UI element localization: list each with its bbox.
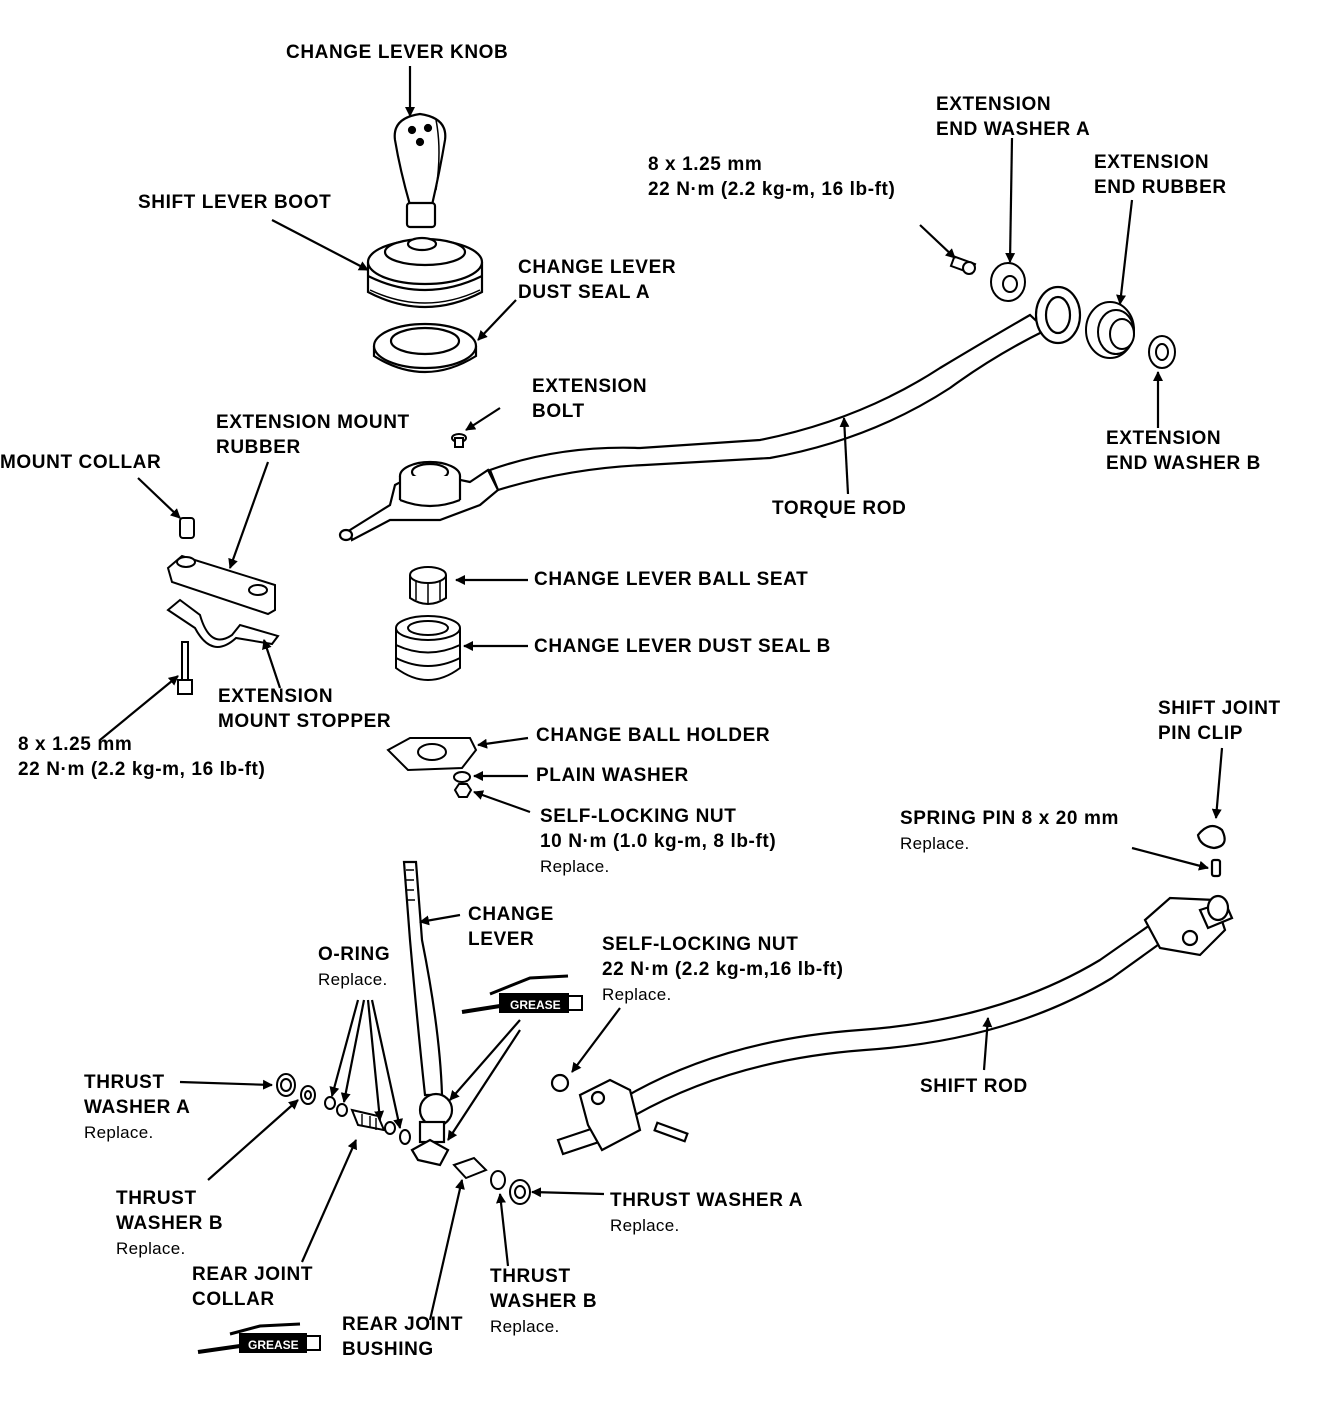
label-extension-bolt: EXTENSION BOLT <box>532 374 647 424</box>
grease-label-lower: GREASE <box>248 1338 299 1352</box>
label-line: THRUST WASHER A <box>610 1190 804 1211</box>
label-self-locking-nut-upper: SELF-LOCKING NUT 10 N·m (1.0 kg-m, 8 lb-… <box>540 804 776 879</box>
shift-rod-drawing <box>550 824 1234 1156</box>
label-extension-end-washer-b: EXTENSION END WASHER B <box>1106 426 1261 476</box>
label-change-lever-dust-seal-a: CHANGE LEVER DUST SEAL A <box>518 255 676 305</box>
change-ball-holder-drawing <box>386 737 478 798</box>
label-line: EXTENSION <box>936 94 1052 115</box>
label-line: Replace. <box>84 1123 154 1142</box>
label-change-lever-dust-seal-b: CHANGE LEVER DUST SEAL B <box>534 636 831 657</box>
label-line: WASHER A <box>84 1097 191 1118</box>
label-line: END WASHER B <box>1106 453 1261 474</box>
label-thrust-washer-a-left: THRUST WASHER A Replace. <box>84 1070 191 1145</box>
label-line: SELF-LOCKING NUT <box>602 934 799 955</box>
label-line: 8 x 1.25 mm <box>18 734 133 755</box>
change-lever-knob-drawing <box>393 112 447 229</box>
label-line: THRUST <box>490 1266 571 1287</box>
label-line: 10 N·m (1.0 kg-m, 8 lb-ft) <box>540 831 777 852</box>
pivot-small-parts-drawing <box>276 1073 531 1205</box>
label-line: EXTENSION <box>1106 428 1222 449</box>
leader-arrows <box>99 66 1224 1321</box>
grease-label-upper: GREASE <box>510 998 561 1012</box>
label-bolt-spec-top: 8 x 1.25 mm 22 N·m (2.2 kg-m, 16 lb-ft) <box>648 152 895 202</box>
label-rear-joint-bushing: REAR JOINT BUSHING <box>342 1312 463 1362</box>
label-line: Replace. <box>490 1317 560 1336</box>
ball-seat-and-dust-seal-b-drawing <box>395 566 461 681</box>
torque-rod-drawing <box>338 285 1082 542</box>
label-line: THRUST <box>84 1072 165 1093</box>
label-line: Replace. <box>900 834 970 853</box>
label-line: EXTENSION <box>1094 152 1210 173</box>
torque-rod-end-hardware <box>949 255 1176 369</box>
label-torque-rod: TORQUE ROD <box>772 498 907 519</box>
label-rear-joint-collar: REAR JOINT COLLAR <box>192 1262 313 1312</box>
label-thrust-washer-b-left: THRUST WASHER B Replace. <box>116 1186 223 1261</box>
label-line: LEVER <box>468 929 535 950</box>
change-lever-drawing <box>402 860 454 1167</box>
label-line: THRUST <box>116 1188 197 1209</box>
extension-mount-drawing <box>166 517 280 695</box>
label-line: SELF-LOCKING NUT <box>540 806 737 827</box>
label-extension-end-washer-a: EXTENSION END WASHER A <box>936 92 1090 142</box>
label-change-lever-ball-seat: CHANGE LEVER BALL SEAT <box>534 569 809 590</box>
label-line: O-RING <box>318 944 391 965</box>
label-spring-pin: SPRING PIN 8 x 20 mm Replace. <box>900 806 1119 856</box>
label-thrust-washer-b-right: THRUST WASHER B Replace. <box>490 1264 597 1339</box>
label-shift-lever-boot: SHIFT LEVER BOOT <box>138 192 332 213</box>
label-change-lever-knob: CHANGE LEVER KNOB <box>286 42 509 63</box>
label-change-lever: CHANGE LEVER <box>468 902 554 952</box>
label-line: EXTENSION MOUNT <box>216 412 410 433</box>
shift-lever-boot-drawing <box>366 236 484 309</box>
label-line: Replace. <box>318 970 388 989</box>
label-line: SHIFT JOINT <box>1158 698 1281 719</box>
label-line: MOUNT STOPPER <box>218 711 392 732</box>
label-line: Replace. <box>116 1239 186 1258</box>
label-change-ball-holder: CHANGE BALL HOLDER <box>536 725 771 746</box>
label-shift-rod: SHIFT ROD <box>920 1076 1028 1097</box>
grease-applicator-upper <box>461 974 583 1014</box>
label-line: BOLT <box>532 401 585 422</box>
label-line: BUSHING <box>342 1339 434 1360</box>
label-line: Replace. <box>602 985 672 1004</box>
label-line: COLLAR <box>192 1289 275 1310</box>
label-line: DUST SEAL A <box>518 282 651 303</box>
label-line: PIN CLIP <box>1158 723 1244 744</box>
label-line: 8 x 1.25 mm <box>648 154 763 175</box>
label-line: 22 N·m (2.2 kg-m, 16 lb-ft) <box>18 759 266 780</box>
label-line: RUBBER <box>216 437 301 458</box>
label-line: Replace. <box>540 857 610 876</box>
label-line: END RUBBER <box>1094 177 1227 198</box>
label-mount-collar: MOUNT COLLAR <box>0 452 162 473</box>
label-line: REAR JOINT <box>342 1314 464 1335</box>
label-o-ring: O-RING Replace. <box>318 942 390 992</box>
label-line: SPRING PIN 8 x 20 mm <box>900 808 1119 829</box>
label-line: CHANGE <box>468 904 554 925</box>
label-self-locking-nut-lower: SELF-LOCKING NUT 22 N·m (2.2 kg-m,16 lb-… <box>602 932 844 1007</box>
label-line: END WASHER A <box>936 119 1091 140</box>
label-line: CHANGE LEVER <box>518 257 677 278</box>
label-line: EXTENSION <box>218 686 334 707</box>
label-line: Replace. <box>610 1216 680 1235</box>
label-line: 22 N·m (2.2 kg-m, 16 lb-ft) <box>648 179 896 200</box>
label-line: EXTENSION <box>532 376 648 397</box>
grease-applicator-lower <box>197 1322 321 1354</box>
label-line: 22 N·m (2.2 kg-m,16 lb-ft) <box>602 959 844 980</box>
label-extension-end-rubber: EXTENSION END RUBBER <box>1094 150 1227 200</box>
extension-bolt-drawing <box>451 433 467 448</box>
label-plain-washer: PLAIN WASHER <box>536 765 689 786</box>
label-line: WASHER B <box>116 1213 224 1234</box>
label-bolt-spec-left: 8 x 1.25 mm 22 N·m (2.2 kg-m, 16 lb-ft) <box>18 732 265 782</box>
label-line: REAR JOINT <box>192 1264 314 1285</box>
label-shift-joint-pin-clip: SHIFT JOINT PIN CLIP <box>1158 696 1281 746</box>
label-line: WASHER B <box>490 1291 598 1312</box>
dust-seal-a-drawing <box>372 322 478 373</box>
label-extension-mount-stopper: EXTENSION MOUNT STOPPER <box>218 684 391 734</box>
label-extension-mount-rubber: EXTENSION MOUNT RUBBER <box>216 410 410 460</box>
label-thrust-washer-a-right: THRUST WASHER A Replace. <box>610 1188 803 1238</box>
